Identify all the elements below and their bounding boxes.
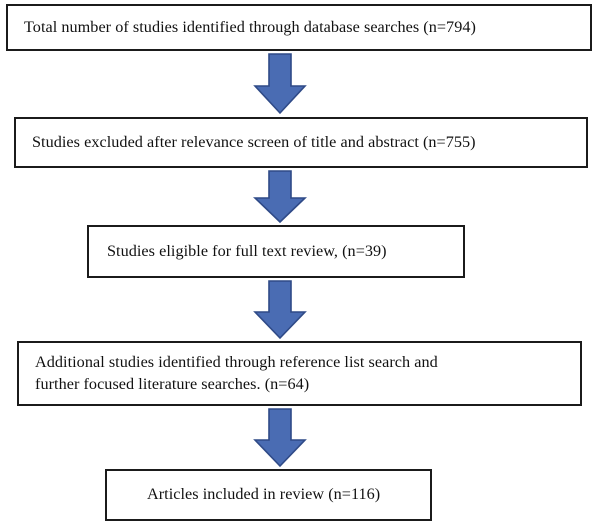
- down-arrow-icon-1: [253, 53, 307, 115]
- flow-node-additional: Additional studies identified through re…: [17, 341, 582, 406]
- flow-node-eligible: Studies eligible for full text review, (…: [87, 225, 465, 278]
- flow-node-excluded: Studies excluded after relevance screen …: [14, 117, 588, 168]
- flow-node-identified-label: Total number of studies identified throu…: [24, 17, 476, 36]
- flow-node-included: Articles included in review (n=116): [105, 469, 432, 521]
- flow-node-identified: Total number of studies identified throu…: [6, 4, 592, 51]
- flow-node-excluded-label: Studies excluded after relevance screen …: [32, 132, 476, 151]
- flow-node-included-label: Articles included in review (n=116): [147, 485, 381, 504]
- flow-node-additional-label: Additional studies identified through re…: [35, 353, 438, 393]
- down-arrow-icon-3: [253, 280, 307, 340]
- down-arrow-icon-4: [253, 408, 307, 468]
- flow-node-eligible-label: Studies eligible for full text review, (…: [107, 241, 387, 260]
- down-arrow-icon-2: [253, 170, 307, 224]
